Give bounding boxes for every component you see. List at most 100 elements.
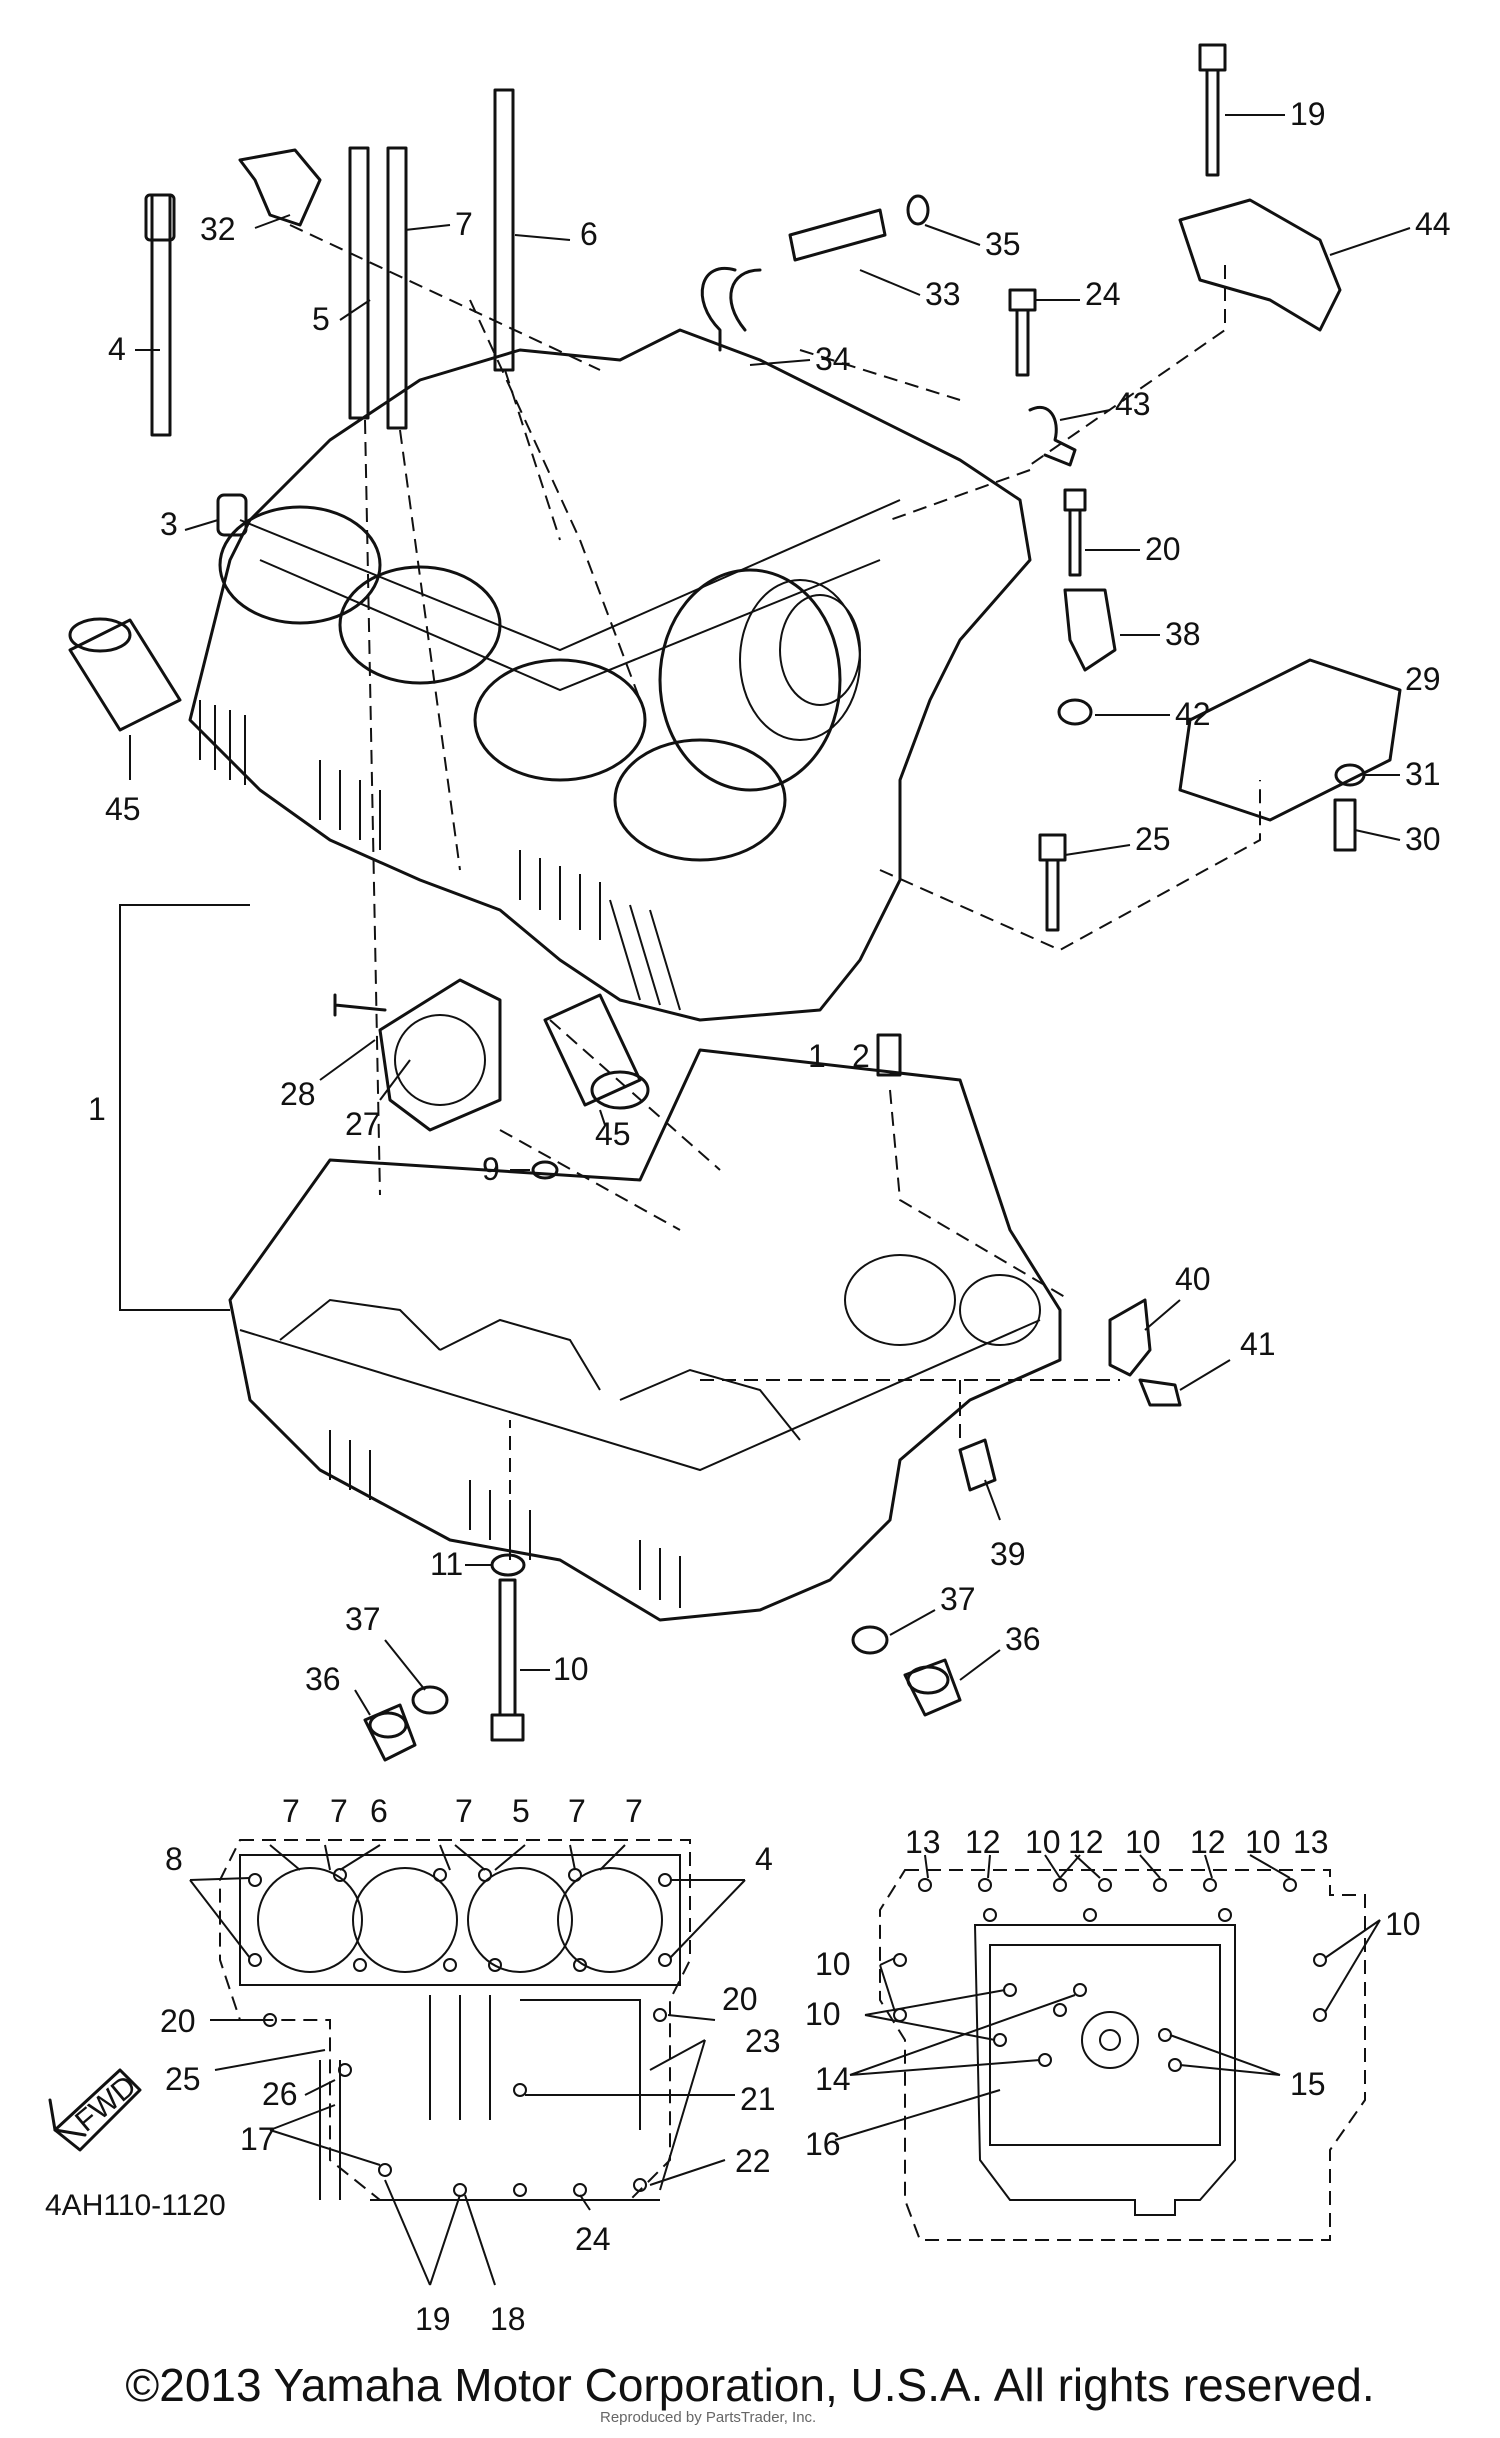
callout-45-lower: 45 — [595, 1116, 631, 1152]
bolt-28 — [333, 993, 387, 1017]
callout-6: 6 — [580, 216, 598, 252]
callout-7: 7 — [455, 206, 473, 242]
bolt-19 — [1198, 43, 1227, 177]
o-ring-37-right — [851, 1625, 889, 1655]
callout-10: 10 — [553, 1651, 589, 1687]
gasket-27 — [378, 978, 502, 1132]
cylinder-bore-3 — [473, 658, 647, 782]
upper-callout-4: 4 — [755, 1841, 773, 1877]
watermark-text: Reproduced by PartsTrader, Inc. — [600, 2409, 816, 2426]
pipe-33 — [788, 208, 887, 262]
lower-case-bolt-view: 13 12 10 12 10 12 10 13 10 10 10 14 15 1… — [805, 1824, 1421, 2241]
lower-crankcase — [228, 1048, 1062, 1622]
stud-6 — [493, 88, 515, 372]
lower-callout-12c: 12 — [1190, 1824, 1226, 1860]
upper-crankcase — [188, 328, 1032, 1022]
callout-25: 25 — [1135, 821, 1171, 857]
cylinder-bore-1 — [218, 505, 382, 625]
callout-33: 33 — [925, 276, 961, 312]
sensor-43 — [1028, 405, 1077, 467]
callout-38: 38 — [1165, 616, 1201, 652]
upper-callout-20a: 20 — [160, 2003, 196, 2039]
oil-filter-45-upper — [68, 618, 182, 732]
upper-callout-7a: 7 — [282, 1793, 300, 1829]
bolt-41 — [1138, 1378, 1182, 1407]
upper-callout-26: 26 — [262, 2076, 298, 2112]
upper-callout-5: 5 — [512, 1793, 530, 1829]
lower-callout-10c: 10 — [1245, 1824, 1281, 1860]
callout-1: 1 — [88, 1091, 106, 1127]
washer-42 — [1057, 698, 1093, 726]
stud-4 — [150, 193, 172, 437]
upper-callout-19: 19 — [415, 2301, 451, 2337]
upper-callout-25: 25 — [165, 2061, 201, 2097]
lower-callout-13a: 13 — [905, 1824, 941, 1860]
exploded-view-artwork — [68, 43, 1402, 1762]
washer-11 — [490, 1553, 526, 1577]
upper-callout-7c: 7 — [455, 1793, 473, 1829]
callout-27: 27 — [345, 1106, 381, 1142]
copyright-notice: ©2013 Yamaha Motor Corporation, U.S.A. A… — [125, 2359, 1375, 2411]
callout-32: 32 — [200, 211, 236, 247]
lower-callout-13b: 13 — [1293, 1824, 1329, 1860]
callout-19: 19 — [1290, 96, 1326, 132]
bolt-24 — [1008, 288, 1037, 377]
callout-39: 39 — [990, 1536, 1026, 1572]
callout-34: 34 — [815, 341, 851, 377]
bolt-30 — [1333, 798, 1357, 852]
lower-callout-12b: 12 — [1068, 1824, 1104, 1860]
exploded-labels: 19 44 32 7 6 35 5 33 24 4 34 43 3 20 38 … — [88, 96, 1451, 1697]
plug-36-left — [363, 1703, 417, 1762]
upper-callout-7e: 7 — [625, 1793, 643, 1829]
exploded-leader-lines — [129, 114, 1411, 1716]
callout-11: 11 — [430, 1546, 463, 1582]
upper-callout-18: 18 — [490, 2301, 526, 2337]
bracket-44 — [1178, 198, 1342, 332]
lower-callout-14: 14 — [815, 2061, 851, 2097]
callout-1-dowel: 1 — [808, 1038, 826, 1074]
clamp-39 — [958, 1438, 997, 1492]
oil-filter-45-lower — [543, 993, 642, 1107]
bolt-25 — [1038, 833, 1067, 932]
upper-callout-6: 6 — [370, 1793, 388, 1829]
upper-case-bolt-view: FWD 7 7 6 7 5 7 7 8 4 20 20 23 25 26 21 … — [45, 1793, 781, 2337]
callout-45-upper: 45 — [105, 791, 141, 827]
callout-9: 9 — [482, 1151, 500, 1187]
fwd-arrow: FWD — [48, 2068, 143, 2152]
clamp-38 — [1063, 588, 1117, 672]
bracket-32 — [238, 148, 322, 227]
washer-31 — [1334, 763, 1366, 787]
bracket-40 — [1108, 1298, 1152, 1377]
callout-31: 31 — [1405, 756, 1441, 792]
plate-29 — [1178, 658, 1402, 822]
callout-37-right: 37 — [940, 1581, 976, 1617]
lower-callout-10d: 10 — [815, 1946, 851, 1982]
bolt-20 — [1063, 488, 1087, 577]
lower-bolt-holes — [893, 1878, 1327, 2072]
stud-7 — [386, 146, 408, 430]
lower-callout-16: 16 — [805, 2126, 841, 2162]
cylinder-bore-2 — [338, 565, 502, 685]
cylinder-bore-4 — [613, 738, 787, 862]
callout-36-right: 36 — [1005, 1621, 1041, 1657]
upper-callout-17: 17 — [240, 2121, 276, 2157]
callout-36-left: 36 — [305, 1661, 341, 1697]
bolt-10 — [490, 1578, 525, 1742]
callout-35: 35 — [985, 226, 1021, 262]
upper-callout-7d: 7 — [568, 1793, 586, 1829]
lower-callout-10f: 10 — [805, 1996, 841, 2032]
callout-41: 41 — [1240, 1326, 1276, 1362]
callout-29: 29 — [1405, 661, 1441, 697]
callout-44: 44 — [1415, 206, 1451, 242]
upper-bolt-holes — [248, 1868, 672, 2197]
callout-2: 2 — [852, 1038, 870, 1074]
callout-40: 40 — [1175, 1261, 1211, 1297]
callout-30: 30 — [1405, 821, 1441, 857]
callout-4: 4 — [108, 331, 126, 367]
lower-callout-10e: 10 — [1385, 1906, 1421, 1942]
callout-24: 24 — [1085, 276, 1121, 312]
upper-callout-22: 22 — [735, 2143, 771, 2179]
lower-callout-12a: 12 — [965, 1824, 1001, 1860]
upper-callout-23: 23 — [745, 2023, 781, 2059]
lower-fins — [329, 1430, 681, 1608]
